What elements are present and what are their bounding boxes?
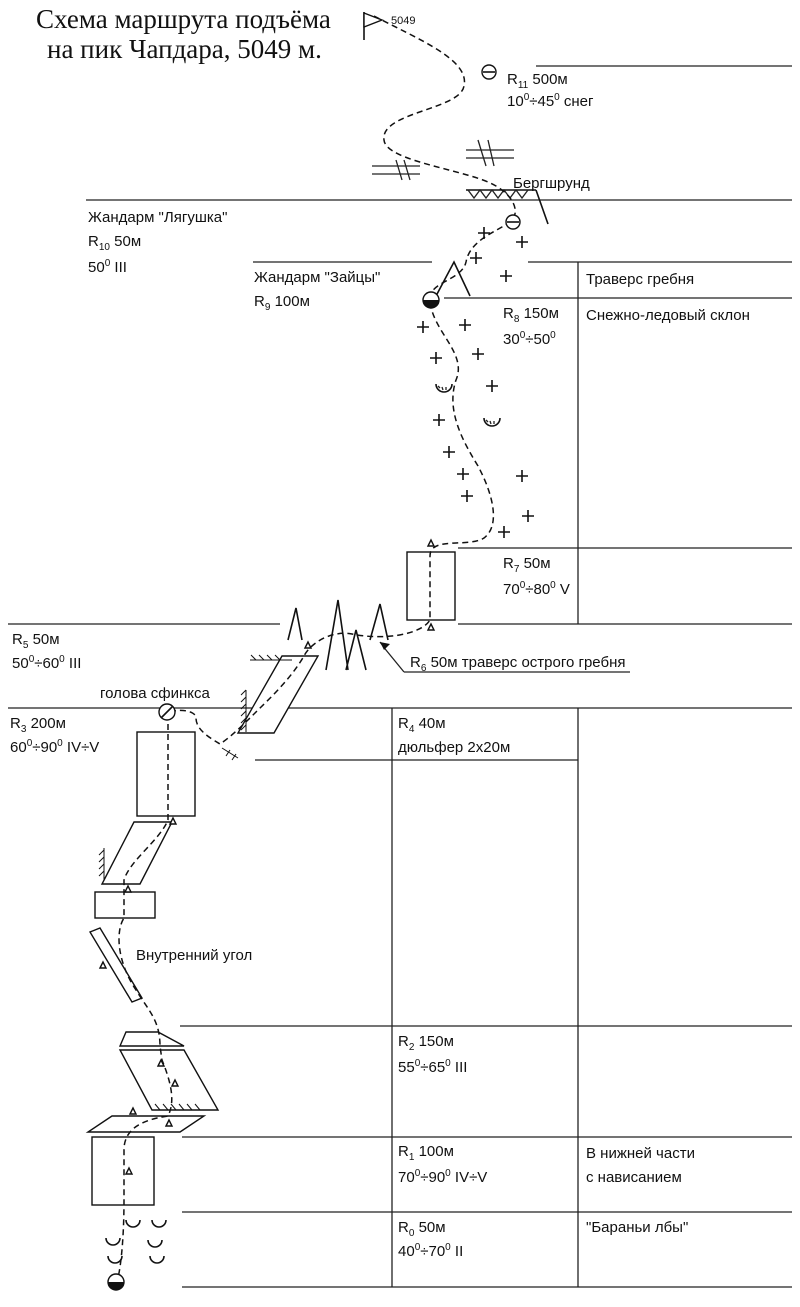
r7-label: R7 50м bbox=[503, 555, 551, 575]
title-line-1: Схема маршрута подъёма bbox=[36, 4, 331, 34]
r9-desc: Жандарм "Зайцы" bbox=[254, 269, 380, 286]
r2-detail: 550÷650 III bbox=[398, 1058, 467, 1076]
r11-detail: 100÷450 снег bbox=[507, 92, 594, 110]
r10-label: R10 50м bbox=[88, 233, 141, 253]
slab-r5 bbox=[236, 655, 320, 734]
hatching bbox=[98, 654, 292, 1111]
r4-label: R4 40м bbox=[398, 715, 446, 735]
rock-blocks bbox=[85, 551, 456, 1206]
slab-r3-lower bbox=[100, 821, 174, 885]
half-circle-icon-r8 bbox=[422, 291, 440, 309]
r1-detail: 700÷900 IV÷V bbox=[398, 1168, 487, 1186]
r11-label: R11 500м bbox=[507, 71, 568, 91]
r0-label: R0 50м bbox=[398, 1219, 446, 1239]
rock-block-r1 bbox=[91, 1136, 155, 1206]
sphinx-head-label: голова сфинкса bbox=[100, 685, 210, 702]
ice-crevasse-marks bbox=[372, 139, 514, 181]
sphinx-head-icon bbox=[158, 703, 176, 721]
gendarme-zaitsy-icon bbox=[435, 260, 471, 297]
inner-corner-label: Внутренний угол bbox=[136, 947, 252, 964]
summit-label: 5049 bbox=[391, 15, 415, 27]
ice-marks bbox=[105, 383, 501, 1264]
inner-corner-slab bbox=[88, 927, 144, 1003]
r10-detail: 500 III bbox=[88, 258, 127, 276]
r2-label: R2 150м bbox=[398, 1033, 454, 1053]
ledge-r2-top bbox=[118, 1031, 185, 1047]
r10-desc: Жандарм "Лягушка" bbox=[88, 209, 227, 226]
section-lines bbox=[8, 65, 792, 1288]
title-line-2: на пик Чапдара, 5049 м. bbox=[47, 34, 322, 64]
rock-block-r3 bbox=[136, 731, 196, 817]
r5-label: R5 50м bbox=[12, 631, 60, 651]
r3-label: R3 200м bbox=[10, 715, 66, 735]
r6-pointer-arrow bbox=[379, 641, 630, 673]
snow-ice-slope-label: Снежно-ледовый склон bbox=[586, 307, 750, 324]
route-point-symbols bbox=[107, 64, 521, 1291]
rock-block-r7 bbox=[406, 551, 456, 621]
r0-note: "Бараньи лбы" bbox=[586, 1219, 688, 1236]
ice-axe-icon-r10 bbox=[505, 214, 521, 230]
snow-slope-crosses bbox=[417, 227, 534, 538]
r6-label: R6 50м траверс острого гребня bbox=[410, 654, 625, 674]
r1-note-2: с нависанием bbox=[586, 1169, 682, 1186]
ice-axe-icon-r11 bbox=[481, 64, 497, 80]
r3-detail: 600÷900 IV÷V bbox=[10, 738, 99, 756]
start-point-icon bbox=[107, 1273, 125, 1291]
belay-points bbox=[98, 538, 436, 1175]
r1-note-1: В нижней части bbox=[586, 1145, 695, 1162]
r8-detail: 300÷500 bbox=[503, 330, 556, 348]
r8-label: R8 150м bbox=[503, 305, 559, 325]
r0-detail: 400÷700 II bbox=[398, 1242, 463, 1260]
bergschrund-label: Бергшрунд bbox=[513, 175, 590, 192]
summit-flag-icon bbox=[363, 11, 384, 40]
r1-label: R1 100м bbox=[398, 1143, 454, 1163]
r4-detail: дюльфер 2х20м bbox=[398, 739, 510, 756]
traverse-ridge-label: Траверс гребня bbox=[586, 271, 694, 288]
rock-block-small bbox=[94, 891, 156, 919]
route-path bbox=[117, 15, 516, 1279]
ridge-spikes bbox=[287, 599, 389, 671]
r9-label: R9 100м bbox=[254, 293, 310, 313]
column-lines bbox=[391, 262, 579, 1287]
r7-detail: 700÷800 V bbox=[503, 580, 570, 598]
r5-detail: 500÷600 III bbox=[12, 654, 81, 672]
ledge-r1-top bbox=[85, 1115, 207, 1133]
